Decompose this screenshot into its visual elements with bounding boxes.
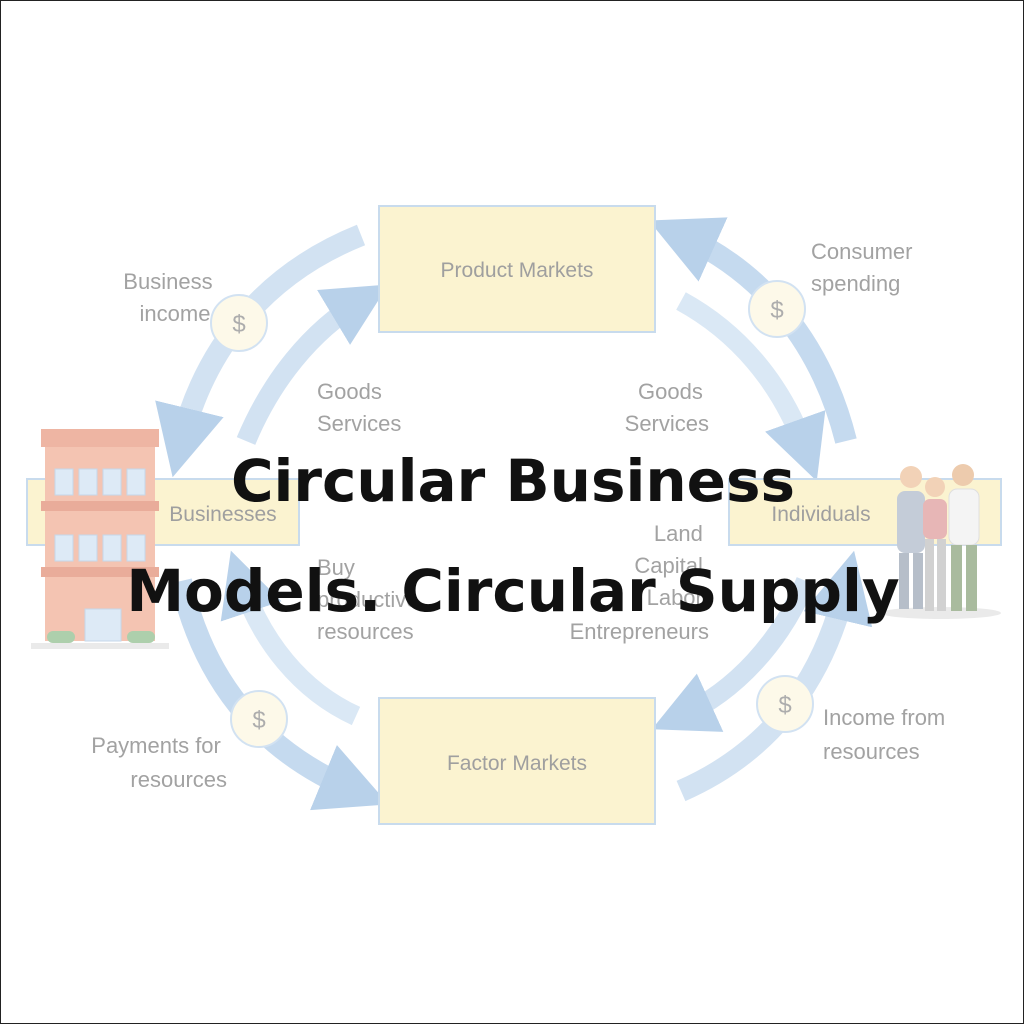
- factor-markets-box: Factor Markets: [378, 697, 656, 825]
- dollar-circle-income: $: [756, 675, 814, 733]
- svg-text:$: $: [252, 707, 265, 734]
- overlay-title-line-1: Circular Business: [230, 447, 796, 515]
- overlay-title: Circular Business Models. Circular Suppl…: [1, 426, 1023, 646]
- dollar-circle-consumer-spending: $: [748, 280, 806, 338]
- land-capital-labor-label: Land Capital Labor Entrepreneurs: [570, 521, 709, 644]
- overlay-title-line-2: Models. Circular Supply: [126, 557, 900, 625]
- consumer-spending-label: Consumer spending: [811, 239, 919, 296]
- svg-text:Product Markets: Product Markets: [441, 259, 594, 282]
- svg-text:$: $: [770, 297, 783, 324]
- arrow-resources-to-factor-markets: [651, 577, 816, 732]
- svg-text:$: $: [232, 311, 245, 338]
- svg-text:$: $: [778, 692, 791, 719]
- dollar-circle-business-income: $: [210, 294, 268, 352]
- building-icon: [31, 429, 169, 649]
- dollar-circle-payments: $: [230, 690, 288, 748]
- arrow-goods-to-individuals: [676, 292, 826, 482]
- svg-text:Businesses: Businesses: [169, 503, 276, 526]
- goods-services-right-label: Goods Services: [625, 379, 709, 436]
- arrow-factor-to-businesses: [220, 550, 361, 726]
- goods-services-left-label: Goods Services: [317, 379, 401, 436]
- buy-productive-resources-label: Buy productive resources: [317, 555, 425, 644]
- product-markets-box: Product Markets: [378, 205, 656, 333]
- income-from-resources-label: Income from resources: [823, 705, 951, 764]
- svg-text:Individuals: Individuals: [771, 503, 870, 526]
- arrow-goods-to-product-markets: [236, 284, 389, 445]
- svg-text:Factor Markets: Factor Markets: [447, 752, 587, 775]
- payments-for-resources-label: Payments for resources: [91, 733, 227, 792]
- people-icon: [881, 464, 1001, 619]
- business-income-label: Business income: [123, 269, 218, 326]
